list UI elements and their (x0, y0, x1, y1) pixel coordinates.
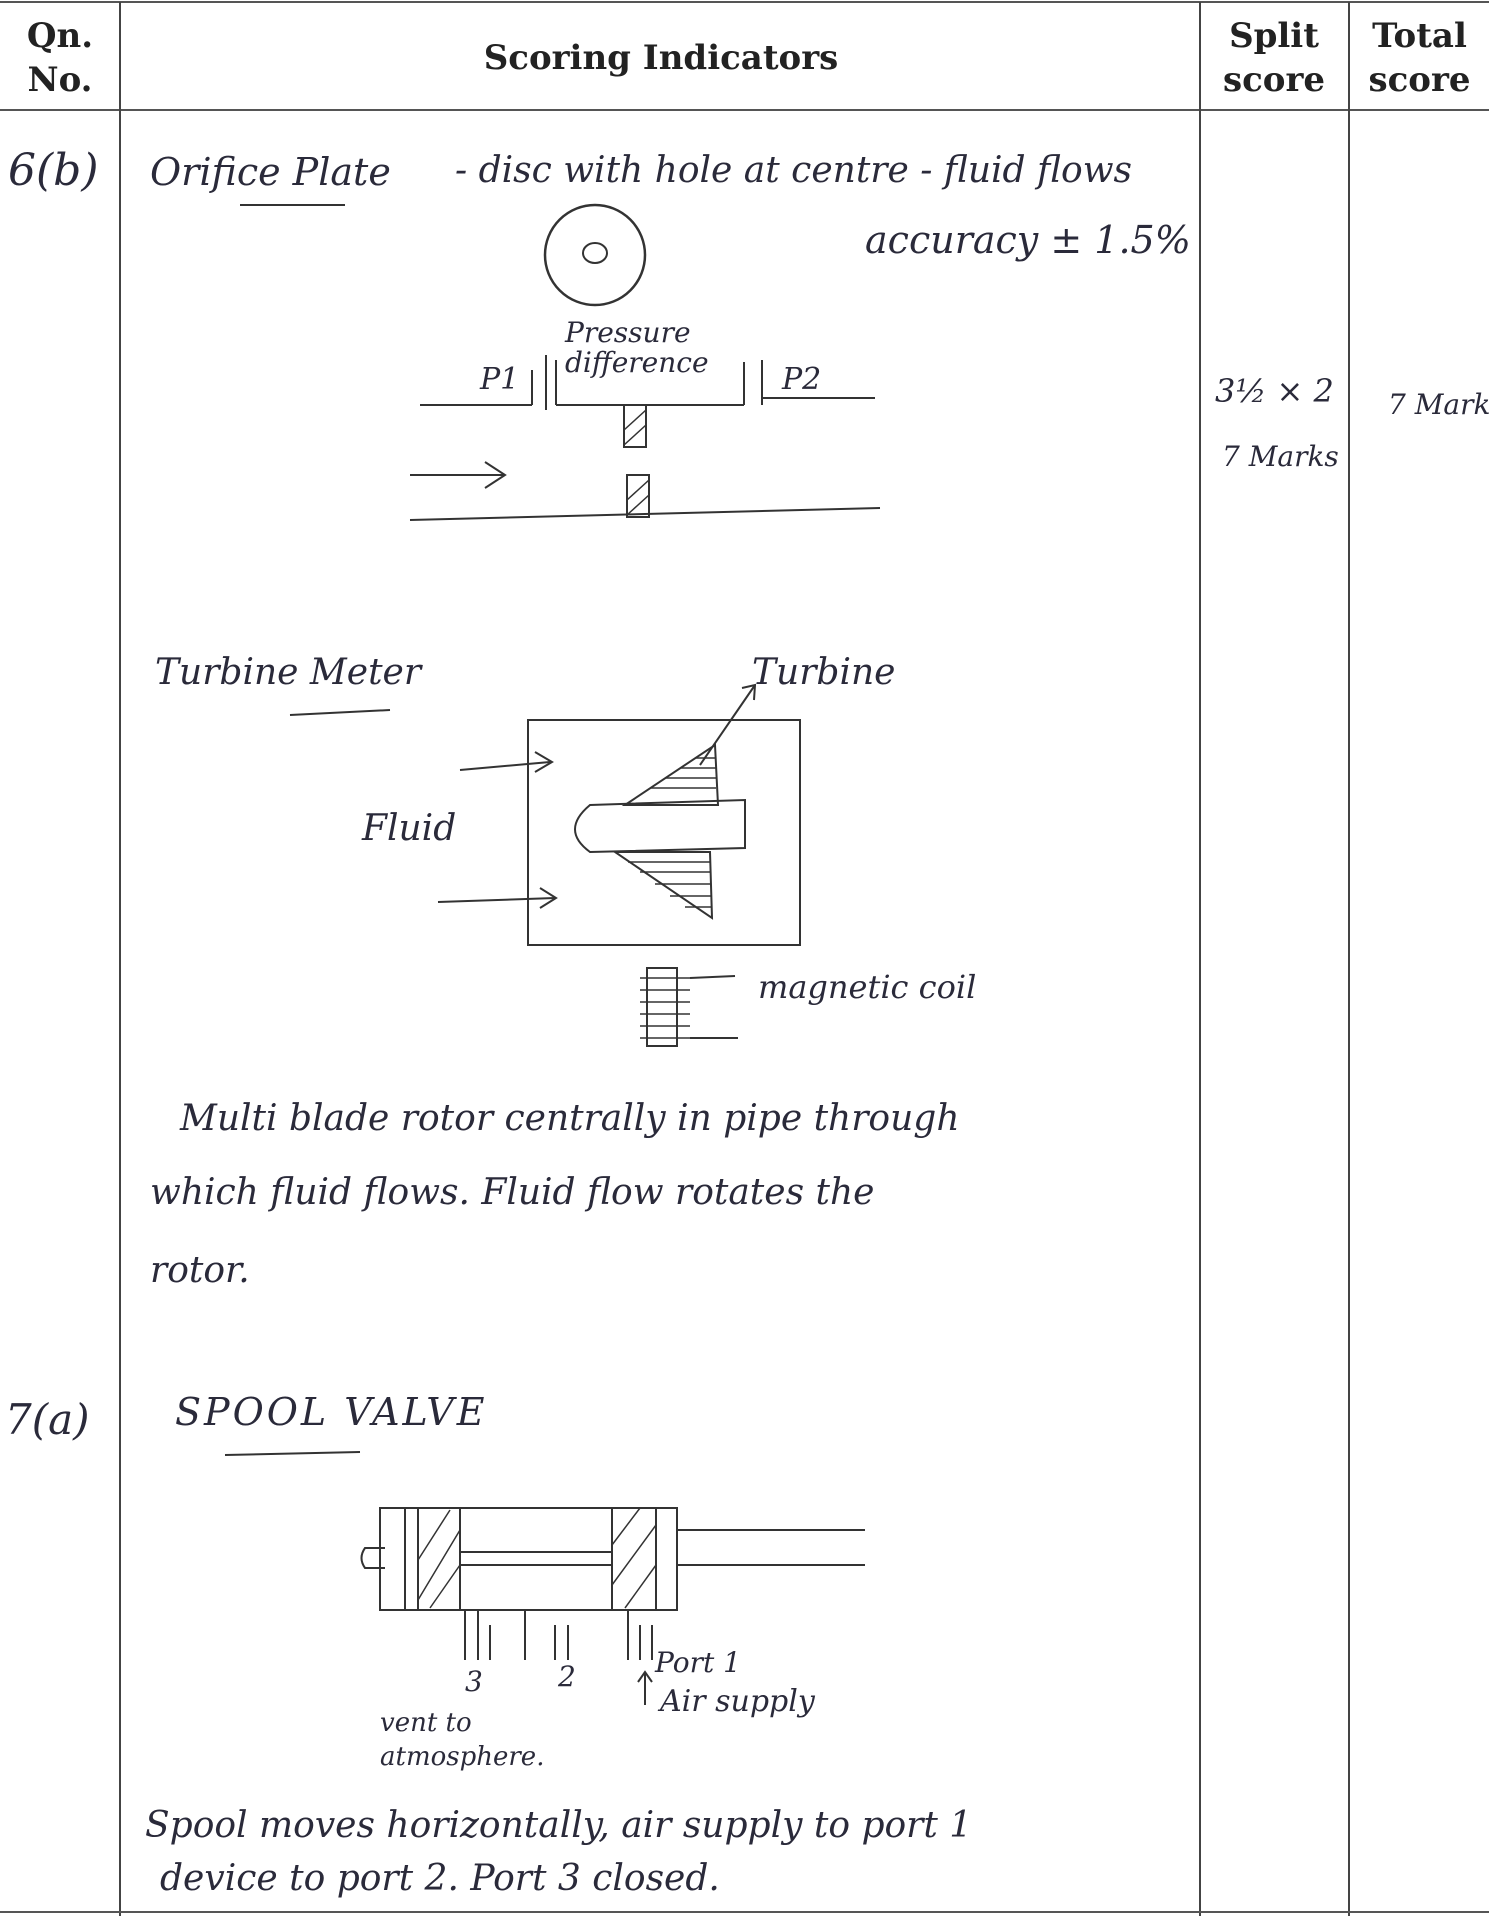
port-1-label: Port 1 (655, 1646, 741, 1679)
spool-description-line-2: device to port 2. Port 3 closed. (160, 1858, 720, 1899)
vent-to-atmosphere-label: vent to atmosphere. (380, 1706, 544, 1774)
air-supply-label: Air supply (660, 1684, 815, 1719)
spool-description-line-1: Spool moves horizontally, air supply to … (145, 1805, 972, 1846)
port-3-label: 3 (465, 1665, 483, 1698)
port-2-label: 2 (558, 1660, 576, 1693)
